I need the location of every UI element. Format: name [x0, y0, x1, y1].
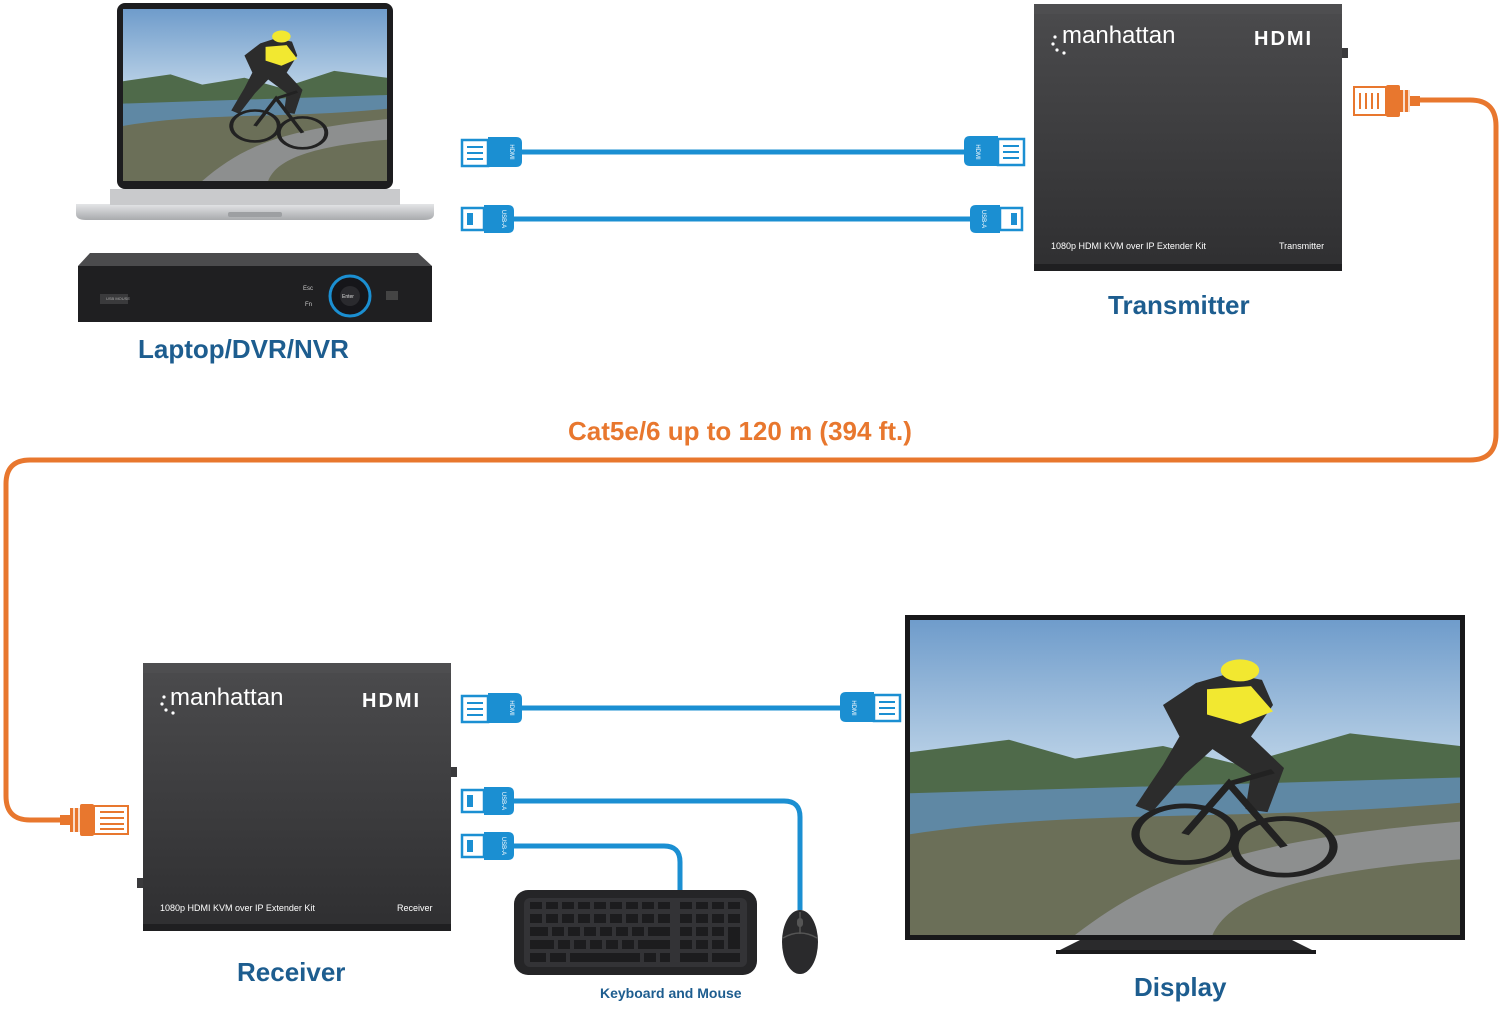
rj45-plug-icon [1353, 85, 1420, 117]
receiver-hdmi-logo: HDMI [362, 690, 422, 712]
receiver-device [137, 663, 457, 931]
transmitter-hdmi-logo: HDMI [1254, 28, 1314, 50]
svg-text:USB-A: USB-A [980, 210, 986, 228]
svg-text:HDMI: HDMI [508, 144, 514, 160]
hdmi-plug-icon: HDMI [840, 692, 902, 723]
dvr-usb-label: USB MOUSE [106, 296, 130, 301]
receiver-unit: Receiver [397, 903, 433, 913]
usb-cable-keyboard [512, 843, 683, 890]
svg-text:HDMI: HDMI [850, 700, 856, 716]
dvr-icon: USB MOUSE Esc Fn Enter [78, 253, 432, 322]
svg-text:Esc: Esc [303, 286, 313, 292]
usb-plug-icon: USB-A [460, 787, 514, 815]
transmitter-model: 1080p HDMI KVM over IP Extender Kit [1051, 241, 1206, 251]
keyboard-icon [514, 890, 757, 975]
receiver-label: Receiver [237, 957, 346, 987]
svg-text:USB-A: USB-A [500, 210, 506, 228]
transmitter-device [1034, 4, 1348, 271]
transmitter-label: Transmitter [1108, 290, 1250, 320]
svg-text:USB-A: USB-A [500, 837, 506, 855]
usb-plug-icon: USB-A [460, 832, 514, 860]
tv-icon [905, 615, 1465, 954]
receiver-model: 1080p HDMI KVM over IP Extender Kit [160, 903, 315, 913]
rj45-plug-icon [60, 804, 129, 836]
svg-text:USB-A: USB-A [500, 792, 506, 810]
svg-text:Fn: Fn [305, 302, 312, 308]
transmitter-brand: manhattan [1062, 22, 1176, 49]
keyboard-mouse-label: Keyboard and Mouse [600, 985, 742, 1001]
transmitter-unit: Transmitter [1279, 241, 1325, 251]
hdmi-plug-icon: HDMI [460, 137, 522, 168]
hdmi-plug-icon: HDMI [460, 693, 522, 724]
svg-text:HDMI: HDMI [508, 700, 514, 716]
usb-plug-icon: USB-A [460, 205, 514, 233]
svg-text:Enter: Enter [342, 294, 354, 300]
display-label: Display [1134, 972, 1227, 1002]
laptop-icon [76, 3, 434, 220]
ethernet-cable [3, 97, 1499, 823]
svg-text:HDMI: HDMI [974, 144, 980, 160]
usb-plug-icon: USB-A [970, 205, 1024, 233]
cable-run-label: Cat5e/6 up to 120 m (394 ft.) [568, 416, 912, 446]
mouse-icon [782, 910, 818, 974]
source-label: Laptop/DVR/NVR [138, 334, 349, 364]
hdmi-plug-icon: HDMI [964, 136, 1026, 167]
usb-cable-mouse [512, 798, 803, 910]
receiver-brand: manhattan [170, 684, 284, 711]
